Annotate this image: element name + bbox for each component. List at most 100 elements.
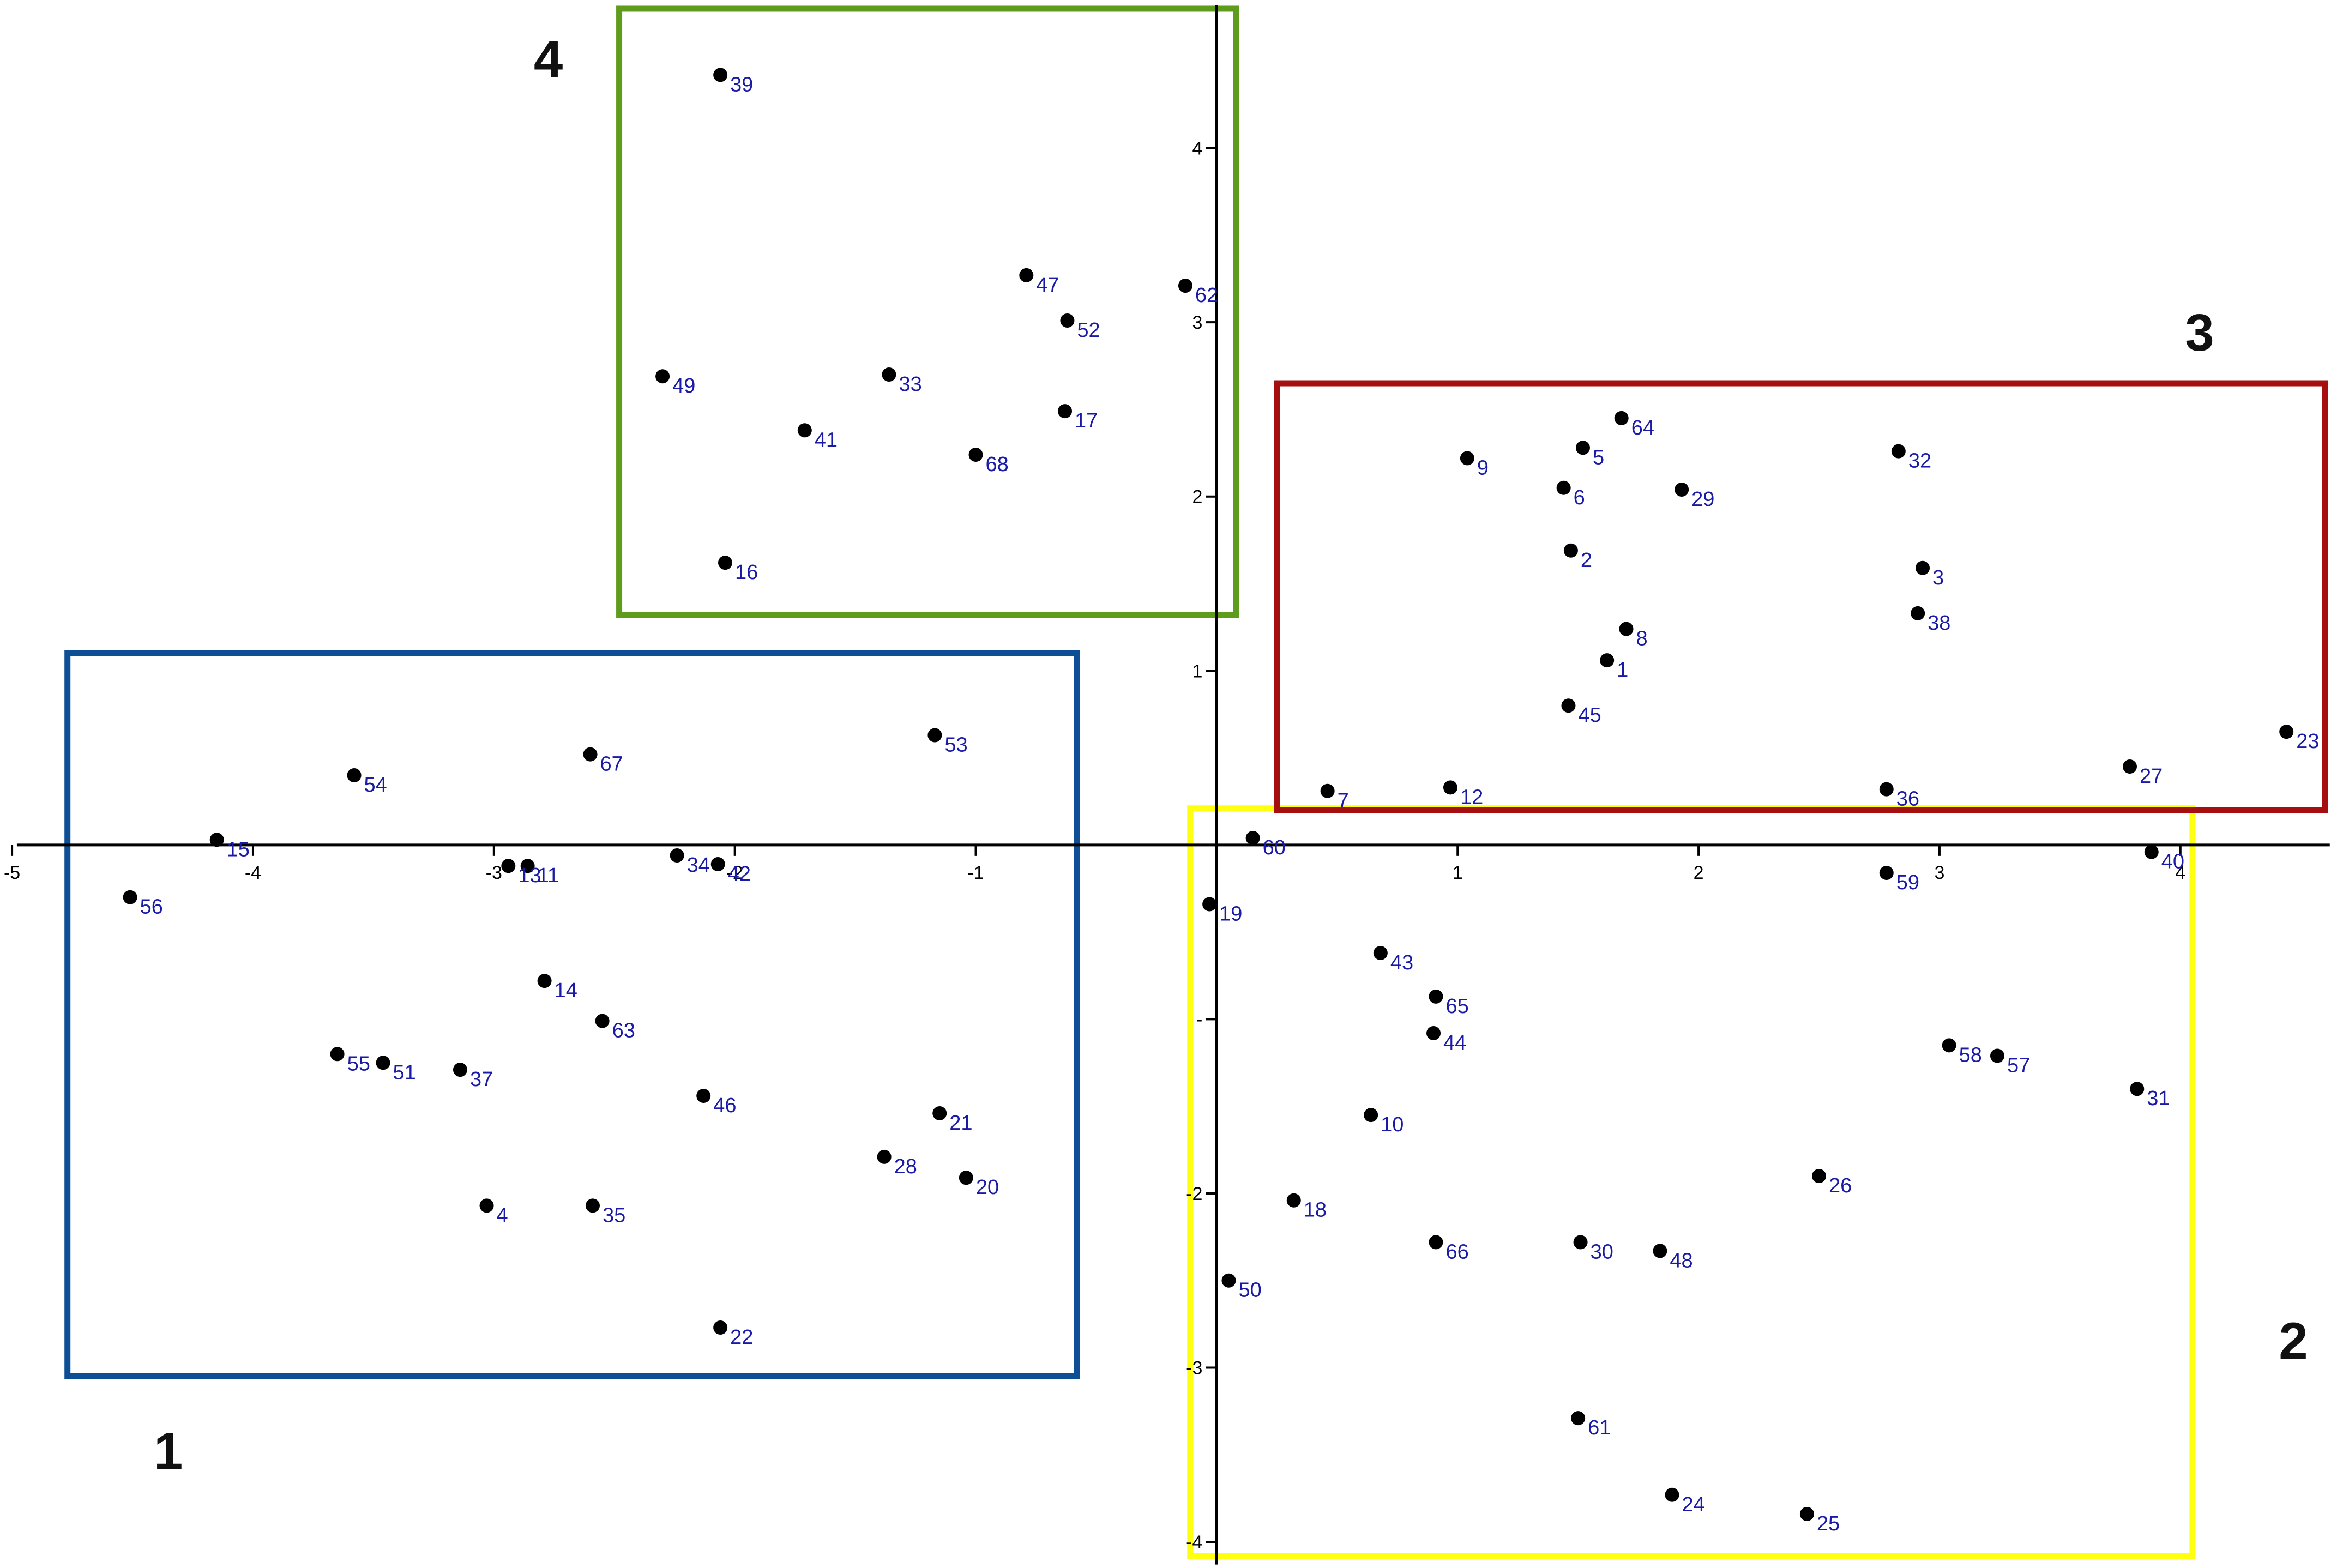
point-label-59: 59	[1896, 871, 1919, 894]
point-label-35: 35	[603, 1204, 625, 1227]
point-label-68: 68	[986, 453, 1009, 476]
group-label-4: 4	[534, 30, 563, 88]
point-label-17: 17	[1075, 409, 1098, 432]
point-label-46: 46	[713, 1094, 736, 1117]
point-35	[585, 1198, 600, 1213]
point-27	[2123, 759, 2137, 774]
point-17	[1058, 404, 1073, 419]
point-23	[2279, 725, 2294, 739]
point-50	[1221, 1273, 1236, 1288]
x-tick-label: -4	[245, 863, 261, 883]
point-label-2: 2	[1581, 549, 1592, 572]
point-43	[1373, 945, 1388, 960]
x-tick-label: 4	[2175, 863, 2185, 883]
point-55	[330, 1047, 345, 1062]
point-14	[537, 974, 552, 988]
point-label-58: 58	[1959, 1044, 1982, 1066]
point-label-34: 34	[687, 854, 710, 877]
point-label-7: 7	[1338, 789, 1349, 812]
point-6	[1556, 480, 1571, 495]
point-2	[1563, 543, 1578, 558]
point-68	[968, 448, 983, 462]
x-tick-label: -2	[727, 863, 743, 883]
point-label-10: 10	[1381, 1113, 1404, 1136]
point-47	[1019, 268, 1034, 282]
group-label-1: 1	[154, 1422, 183, 1480]
group-box-2	[1187, 805, 2196, 1559]
point-33	[882, 367, 896, 382]
point-label-60: 60	[1263, 836, 1286, 859]
point-label-64: 64	[1631, 417, 1654, 439]
point-label-66: 66	[1445, 1240, 1468, 1263]
y-tick-label: 2	[1192, 487, 1202, 508]
point-label-67: 67	[600, 753, 623, 776]
y-tick-label: -3	[1186, 1358, 1202, 1379]
point-label-65: 65	[1445, 995, 1468, 1018]
point-15	[209, 833, 224, 847]
y-tick-label: 1	[1192, 661, 1202, 682]
point-label-12: 12	[1460, 786, 1483, 809]
point-29	[1675, 482, 1689, 497]
point-label-24: 24	[1682, 1493, 1704, 1516]
point-label-26: 26	[1829, 1174, 1852, 1197]
point-22	[713, 1320, 728, 1335]
point-26	[1812, 1169, 1827, 1183]
point-31	[2130, 1082, 2145, 1096]
point-5	[1575, 441, 1590, 455]
point-label-57: 57	[2007, 1054, 2030, 1077]
point-label-50: 50	[1238, 1279, 1261, 1302]
point-61	[1571, 1411, 1586, 1426]
point-60	[1245, 831, 1260, 846]
point-44	[1426, 1026, 1441, 1040]
point-label-11: 11	[538, 864, 559, 887]
y-tick-label: 4	[1192, 138, 1202, 159]
point-label-45: 45	[1578, 704, 1601, 727]
point-label-43: 43	[1390, 951, 1413, 974]
point-label-16: 16	[735, 561, 758, 584]
point-label-56: 56	[140, 896, 163, 919]
point-label-42: 42	[728, 863, 751, 885]
group-box-3	[1274, 380, 2328, 813]
point-label-27: 27	[2140, 765, 2163, 788]
point-9	[1460, 451, 1474, 466]
point-label-28: 28	[894, 1155, 917, 1178]
point-label-39: 39	[730, 73, 753, 96]
point-label-23: 23	[2296, 730, 2319, 753]
point-label-62: 62	[1195, 284, 1218, 307]
point-label-21: 21	[949, 1112, 972, 1135]
point-4	[479, 1198, 494, 1213]
point-label-15: 15	[227, 838, 250, 861]
point-16	[718, 556, 732, 570]
point-label-25: 25	[1817, 1512, 1840, 1535]
point-1	[1600, 653, 1615, 668]
point-13	[501, 859, 516, 873]
point-41	[797, 423, 812, 438]
point-30	[1573, 1235, 1588, 1250]
point-64	[1614, 411, 1629, 425]
point-label-37: 37	[470, 1068, 493, 1091]
point-3	[1916, 560, 1930, 575]
point-46	[696, 1089, 711, 1103]
point-label-29: 29	[1691, 488, 1714, 511]
point-label-4: 4	[497, 1204, 508, 1227]
point-10	[1364, 1108, 1378, 1123]
y-tick-label: -2	[1186, 1184, 1202, 1204]
point-label-40: 40	[2161, 851, 2184, 873]
point-label-38: 38	[1928, 612, 1950, 635]
point-38	[1911, 606, 1925, 620]
group-label-2: 2	[2279, 1312, 2308, 1371]
y-tick-label: -4	[1186, 1532, 1202, 1553]
point-label-44: 44	[1443, 1032, 1466, 1054]
point-66	[1429, 1235, 1443, 1250]
point-39	[713, 68, 728, 82]
point-label-19: 19	[1219, 902, 1242, 925]
point-label-9: 9	[1477, 456, 1489, 479]
point-52	[1060, 313, 1075, 328]
point-label-20: 20	[976, 1176, 999, 1199]
point-8	[1619, 622, 1634, 636]
point-label-63: 63	[612, 1020, 635, 1042]
point-62	[1178, 279, 1192, 293]
